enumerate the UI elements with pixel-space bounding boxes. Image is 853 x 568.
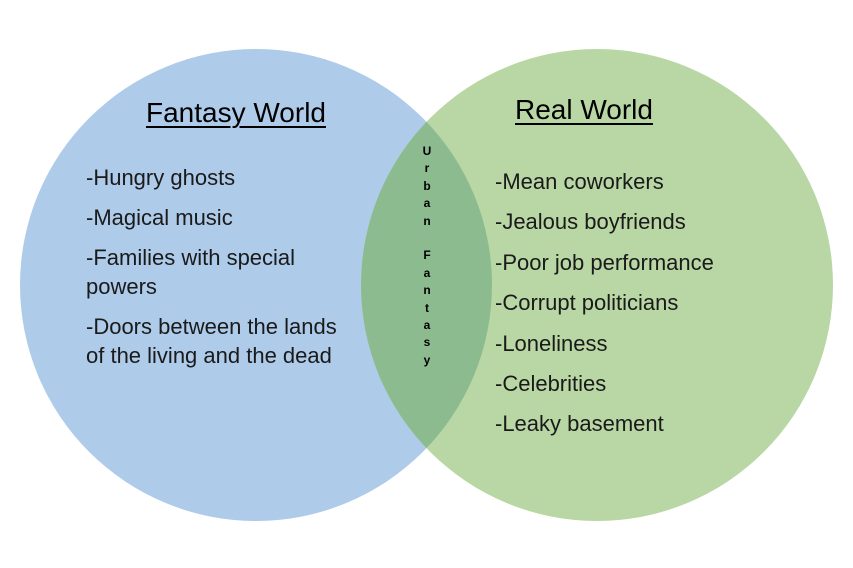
list-item: -Families with special powers [86, 245, 296, 299]
list-item: -Hungry ghosts [86, 165, 236, 190]
urban-fantasy-letter: a [423, 196, 431, 211]
urban-fantasy-letter: t [425, 300, 429, 315]
list-item: -Doors between the lands of the living a… [86, 314, 337, 368]
list-item: -Leaky basement [495, 411, 664, 437]
list-item: -Celebrities [495, 370, 607, 396]
urban-fantasy-letter: b [423, 178, 431, 193]
urban-fantasy-letter: s [423, 335, 431, 350]
fantasy-world-list: -Hungry ghosts -Magical music -Families … [86, 163, 341, 381]
urban-fantasy-letter: y [423, 352, 431, 367]
urban-fantasy-letter: F [423, 248, 431, 263]
list-item: -Poor job performance [495, 249, 714, 275]
urban-fantasy-letter [418, 230, 436, 247]
real-world-title: Real World [515, 94, 653, 125]
real-circle [361, 49, 833, 521]
fantasy-circle [20, 49, 492, 521]
urban-fantasy-letter: n [423, 283, 431, 298]
urban-fantasy-letter: n [423, 213, 431, 228]
urban-fantasy-letter: a [423, 265, 431, 280]
real-world-list: -Mean coworkers -Jealous boyfriends -Poo… [495, 167, 795, 450]
urban-fantasy-letter: r [424, 161, 430, 176]
list-item: -Jealous boyfriends [495, 209, 686, 235]
list-item: -Mean coworkers [495, 169, 664, 194]
list-item: -Loneliness [495, 330, 608, 356]
list-item: -Magical music [86, 205, 233, 230]
list-item: -Corrupt politicians [495, 290, 679, 316]
urban-fantasy-letter: a [423, 317, 431, 332]
urban-fantasy-letter: U [422, 144, 432, 158]
fantasy-world-title: Fantasy World [146, 97, 326, 128]
